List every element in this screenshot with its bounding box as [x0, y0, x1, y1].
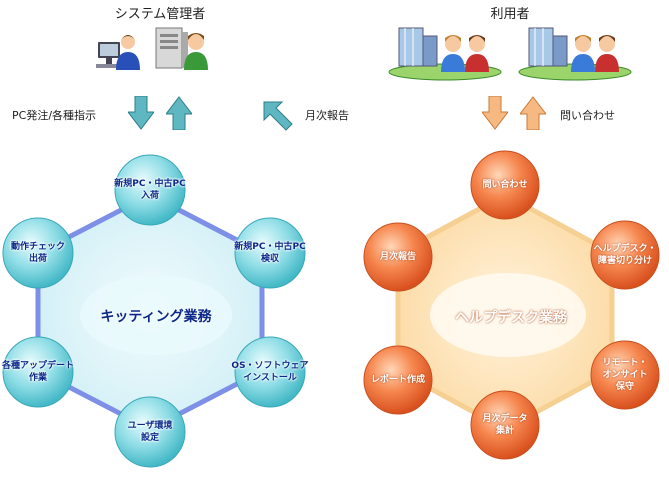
arrow-up-orange-icon: [520, 96, 546, 130]
arrow-up-teal-icon: [166, 96, 192, 130]
user-person-icon: [571, 35, 595, 72]
helpdesk-center-glow: [430, 273, 586, 357]
operator-person-icon: [184, 33, 208, 70]
helpdesk-node-circle: [363, 222, 433, 292]
kitting-cycle-diagram: [2, 154, 306, 468]
server-icon: [155, 27, 188, 69]
helpdesk-node-maintenance: リモート・ オンサイト 保守: [602, 358, 648, 392]
kitting-node-circle: [234, 217, 306, 289]
helpdesk-node-circle: [470, 390, 540, 460]
helpdesk-node-inquiry: 問い合わせ: [482, 180, 528, 190]
kitting-node-circle: [2, 217, 74, 289]
helpdesk-node-circle: [590, 340, 660, 410]
helpdesk-node-triage: ヘルプデスク・ 障害切り分け: [593, 244, 657, 266]
helpdesk-cycle-diagram: [363, 150, 660, 460]
helpdesk-node-circle: [470, 150, 540, 220]
computer-icon: [96, 42, 124, 68]
kitting-node-circle: [114, 154, 186, 226]
helpdesk-node-circle: [590, 220, 660, 290]
helpdesk-node-monthly-report: 月次報告: [379, 252, 416, 262]
building-icon: [528, 27, 568, 67]
arrow-down-orange-icon: [482, 96, 508, 130]
kitting-node-updates: 各種アップデート 作業: [1, 361, 74, 383]
admin-illustration: [96, 27, 208, 70]
helpdesk-node-report-creation: レポート作成: [370, 375, 425, 385]
kitting-node-circle: [234, 336, 306, 408]
user-person-icon: [465, 35, 489, 72]
office-group-left: [388, 27, 502, 81]
helpdesk-nodes: [363, 150, 660, 460]
kitting-node-install: OS・ソフトウェア インストール: [231, 361, 309, 383]
monthly-report-label: 月次報告: [305, 109, 349, 122]
kitting-node-user-setup: ユーザ環境 設定: [127, 421, 173, 443]
helpdesk-node-data-aggregation: 月次データ 集計: [482, 414, 528, 436]
kitting-node-circle: [2, 336, 74, 408]
kitting-node-receive: 新規PC・中古PC 入荷: [114, 179, 186, 201]
arrow-down-teal-icon: [128, 96, 154, 130]
admin-person-icon: [116, 35, 140, 70]
arrow-diagonal-teal-icon: [263, 101, 293, 131]
kitting-nodes: [2, 154, 306, 468]
kitting-center-label: キッティング業務: [100, 309, 212, 325]
kitting-center-glow: [80, 275, 232, 355]
kitting-node-inspect: 新規PC・中古PC 検収: [234, 242, 306, 264]
kitting-node-check-ship: 動作チェック 出荷: [10, 242, 65, 264]
user-person-icon: [441, 35, 465, 72]
building-icon: [398, 27, 438, 67]
user-person-icon: [595, 35, 619, 72]
kitting-node-circle: [114, 396, 186, 468]
admin-header: システム管理者: [114, 7, 206, 22]
users-header: 利用者: [490, 7, 530, 22]
inquiry-label: 問い合わせ: [560, 109, 615, 122]
office-group-right: [518, 27, 632, 81]
users-illustration: [388, 27, 632, 81]
pc-order-label: PC発注/各種指示: [12, 109, 97, 122]
helpdesk-center-label: ヘルプデスク業務: [455, 310, 567, 326]
helpdesk-node-circle: [363, 345, 433, 415]
